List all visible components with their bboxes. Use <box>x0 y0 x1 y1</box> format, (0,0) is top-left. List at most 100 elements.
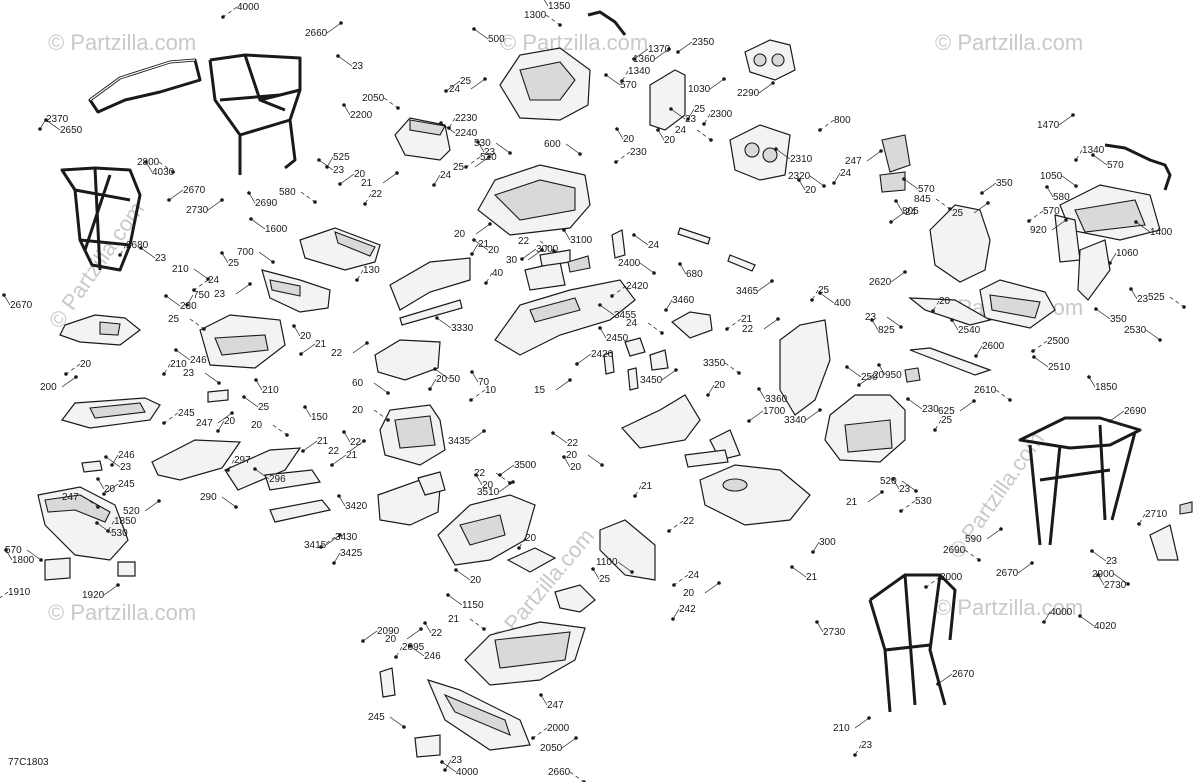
callout-label: 4030 <box>152 167 175 178</box>
leader-line <box>576 353 592 365</box>
leader-line <box>473 239 489 251</box>
fastener-dot <box>230 411 234 415</box>
leader-line <box>758 82 774 94</box>
leader-line <box>703 113 711 125</box>
leader-line <box>300 343 316 355</box>
fastener-dot <box>1030 561 1034 565</box>
callout-label: 2540 <box>958 325 981 336</box>
leader-line <box>995 389 1011 401</box>
leader-line <box>521 248 537 260</box>
callout-label: 2650 <box>60 125 83 136</box>
leader-line <box>140 247 156 259</box>
leader-line <box>903 178 919 190</box>
fastener-dot <box>498 473 502 477</box>
fastener-dot <box>604 73 608 77</box>
leader-line <box>819 292 835 304</box>
fastener-dot <box>770 279 774 283</box>
leader-line <box>757 280 773 292</box>
fastener-dot <box>664 308 668 312</box>
part-400-side-panel <box>779 319 831 416</box>
fastener-dot <box>879 149 883 153</box>
callout-label: 1470 <box>1037 120 1060 131</box>
fastener-dot <box>254 378 258 382</box>
leader-line <box>665 299 673 311</box>
callout-label: 2230 <box>455 113 478 124</box>
fastener-dot <box>774 147 778 151</box>
callout-label: 23 <box>1137 294 1149 305</box>
fastener-dot <box>948 207 952 211</box>
leader-line <box>532 727 548 739</box>
callout-label: 24 <box>648 240 660 251</box>
callout-label: 3415 <box>304 540 327 551</box>
fastener-dot <box>242 395 246 399</box>
callout-label: 3465 <box>736 286 759 297</box>
leader-line <box>959 400 975 412</box>
callout-label: 800 <box>834 115 851 126</box>
callout-label: 25 <box>941 415 953 426</box>
fastener-dot <box>338 182 342 186</box>
callout-label: 20 <box>251 420 263 431</box>
leader-line <box>498 481 514 493</box>
leader-line <box>429 378 437 390</box>
callout-label: 845 <box>914 194 931 205</box>
fastener-dot <box>202 327 206 331</box>
leader-line <box>1058 114 1074 126</box>
fastener-dot <box>903 270 907 274</box>
callout-label: 21 <box>478 239 490 250</box>
callout-label: 25 <box>599 574 611 585</box>
fastener-dot <box>899 325 903 329</box>
leader-line <box>886 316 902 328</box>
leader-line <box>811 289 819 301</box>
callout-label: 2300 <box>710 109 733 120</box>
part-3500-plate <box>506 519 656 581</box>
part-1700-floor-pan <box>684 429 811 526</box>
fastener-dot <box>317 158 321 162</box>
callout-label: 750 <box>193 290 210 301</box>
callout-label: 30 <box>506 255 518 266</box>
fastener-dot <box>1074 184 1078 188</box>
callout-label: 20 <box>570 462 582 473</box>
callout-label: 1340 <box>628 66 651 77</box>
leader-line <box>339 173 355 185</box>
callout-label: 210 <box>262 385 279 396</box>
leader-line <box>1032 340 1048 352</box>
callout-label: 290 <box>200 492 217 503</box>
leader-line <box>805 409 821 421</box>
callout-label: 3330 <box>451 323 474 334</box>
leader-line <box>615 151 631 163</box>
callout-label: 21 <box>641 481 653 492</box>
fastener-dot <box>737 371 741 375</box>
leader-line <box>981 182 997 194</box>
callout-label: 24 <box>905 207 917 218</box>
leader-line <box>775 148 791 160</box>
fastener-dot <box>167 198 171 202</box>
fastener-dot <box>157 499 161 503</box>
leader-line <box>932 300 940 312</box>
callout-label: 25 <box>694 104 706 115</box>
fastener-dot <box>1087 375 1091 379</box>
part-2500-seat-frame <box>979 279 1056 329</box>
leader-line <box>605 74 621 86</box>
fastener-dot <box>1137 522 1141 526</box>
leader-line <box>440 122 456 134</box>
leader-line <box>145 161 153 173</box>
watermark: © Partzilla.com <box>935 30 1083 55</box>
callout-label: 22 <box>331 348 343 359</box>
callout-label: 245 <box>118 479 135 490</box>
leader-line <box>217 412 233 424</box>
leader-line <box>352 342 368 354</box>
callout-label: 2090 <box>377 626 400 637</box>
leader-line <box>592 568 600 580</box>
fastener-dot <box>686 117 690 121</box>
leader-line <box>975 345 983 357</box>
leader-line <box>661 369 677 381</box>
leader-line <box>871 319 879 331</box>
leader-line <box>647 322 663 334</box>
fastener-dot <box>562 455 566 459</box>
callout-labels: 4000266023702650280040302670273026802321… <box>5 1 1173 778</box>
leader-line <box>250 218 266 230</box>
fastener-dot <box>38 127 42 131</box>
fastener-dot <box>600 463 604 467</box>
callout-label: 50 <box>449 374 461 385</box>
part-50-seat-pan <box>379 404 446 466</box>
